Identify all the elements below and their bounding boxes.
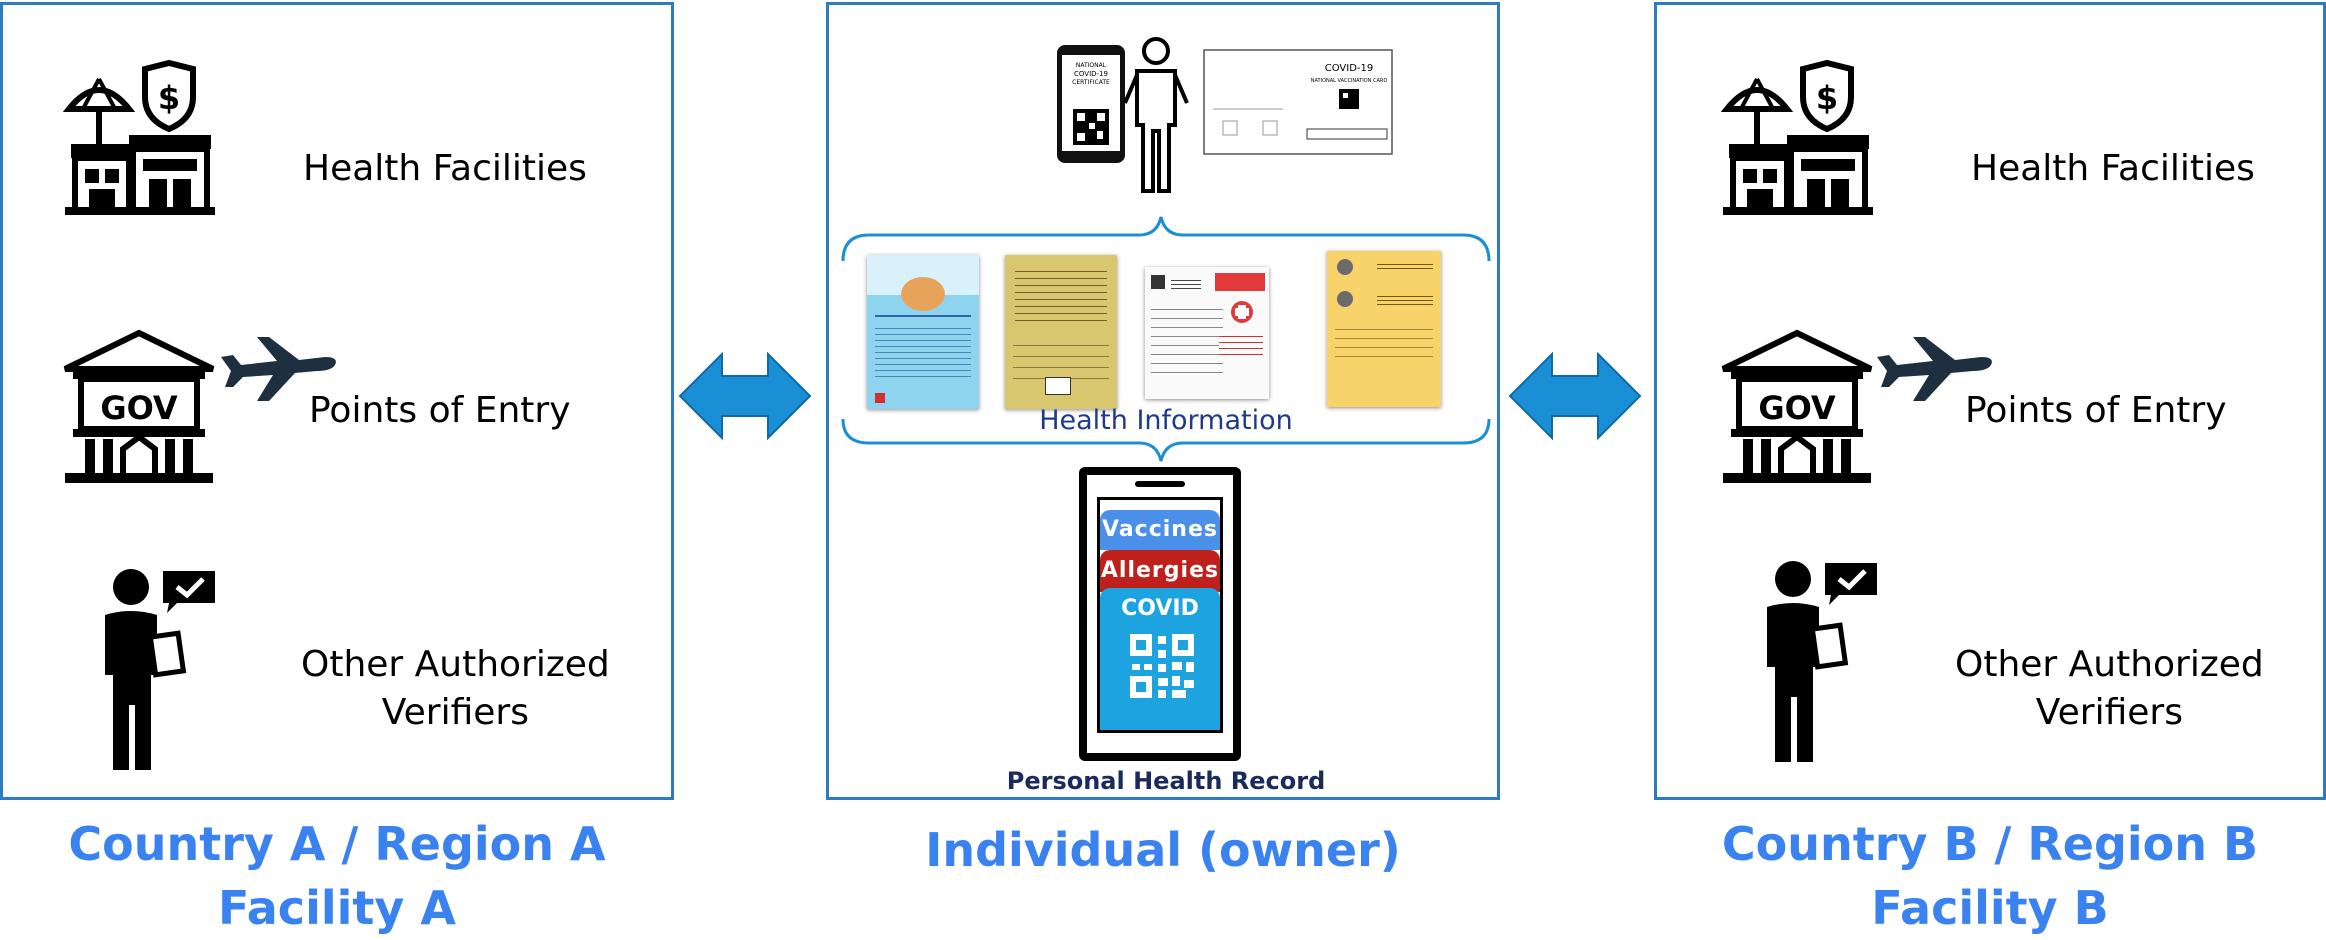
points-of-entry-label: Points of Entry: [1965, 390, 2227, 431]
left-double-arrow-icon: [678, 351, 812, 441]
health-facility-icon: $: [1720, 59, 1873, 215]
phr-phone: Vaccines Allergies COVID: [1079, 467, 1241, 761]
facility-b: Facility B: [1871, 881, 2109, 935]
country-a-caption: Country A / Region A Facility A: [0, 812, 674, 940]
vaccination-card-icon: COVID-19 NATIONAL VACCINATION CARD: [1203, 49, 1393, 155]
svg-text:NATIONAL VACCINATION CARD: NATIONAL VACCINATION CARD: [1311, 78, 1388, 84]
phone-screen: Vaccines Allergies COVID: [1097, 497, 1223, 733]
country-a-region-a: Country A / Region A: [68, 817, 606, 871]
health-facilities-label: Health Facilities: [1971, 148, 2255, 189]
person-outline-icon: [1123, 37, 1189, 193]
svg-text:NATIONAL: NATIONAL: [1076, 62, 1107, 69]
government-building-icon: GOV: [1721, 329, 1873, 483]
health-information-label: Health Information: [1039, 405, 1293, 436]
points-of-entry-label: Points of Entry: [309, 390, 571, 431]
vaccines-tab: Vaccines: [1100, 510, 1220, 550]
airplane-icon: [221, 337, 336, 401]
gov-text: GOV: [100, 389, 178, 427]
individual-panel: NATIONAL COVID-19 CERTIFICATE COVID-19 N…: [826, 2, 1500, 800]
government-building-icon: GOV: [63, 329, 215, 483]
gov-text: GOV: [1758, 389, 1836, 427]
country-b-panel: $ Health Facilities GOV Points of Entry: [1654, 2, 2326, 800]
svg-text:CERTIFICATE: CERTIFICATE: [1072, 79, 1110, 86]
health-document-2: [1005, 255, 1117, 409]
health-document-3: [1145, 267, 1269, 399]
svg-text:COVID-19: COVID-19: [1074, 70, 1108, 78]
covid-tab-label: COVID: [1121, 596, 1199, 621]
country-b-region-b: Country B / Region B: [1721, 817, 2259, 871]
svg-text:COVID-19: COVID-19: [1325, 63, 1374, 74]
health-facilities-label: Health Facilities: [303, 148, 587, 189]
country-b-caption: Country B / Region B Facility B: [1654, 812, 2326, 940]
health-document-1: [867, 255, 979, 409]
verifier-person-icon: [105, 569, 215, 770]
svg-text:$: $: [1816, 79, 1838, 117]
right-double-arrow-icon: [1508, 351, 1642, 441]
top-brace: [841, 216, 1491, 262]
allergies-tab: Allergies: [1100, 550, 1220, 592]
health-document-4: [1327, 251, 1441, 407]
bottom-brace: [841, 418, 1491, 462]
qr-code-icon: [1130, 634, 1194, 698]
verifier-person-icon: [1767, 561, 1877, 762]
country-a-panel: $ Health Facilities GOV Points of Entry: [0, 2, 674, 800]
health-facility-icon: $: [62, 59, 215, 215]
personal-health-record-label: Personal Health Record: [1006, 767, 1326, 795]
phone-speaker: [1135, 481, 1185, 487]
airplane-icon: [1877, 337, 1992, 401]
facility-a: Facility A: [218, 881, 456, 935]
svg-text:$: $: [158, 79, 180, 117]
individual-caption: Individual (owner): [925, 823, 1401, 877]
covid-tab: COVID: [1100, 588, 1220, 730]
covid-certificate-phone-icon: NATIONAL COVID-19 CERTIFICATE: [1057, 45, 1125, 163]
